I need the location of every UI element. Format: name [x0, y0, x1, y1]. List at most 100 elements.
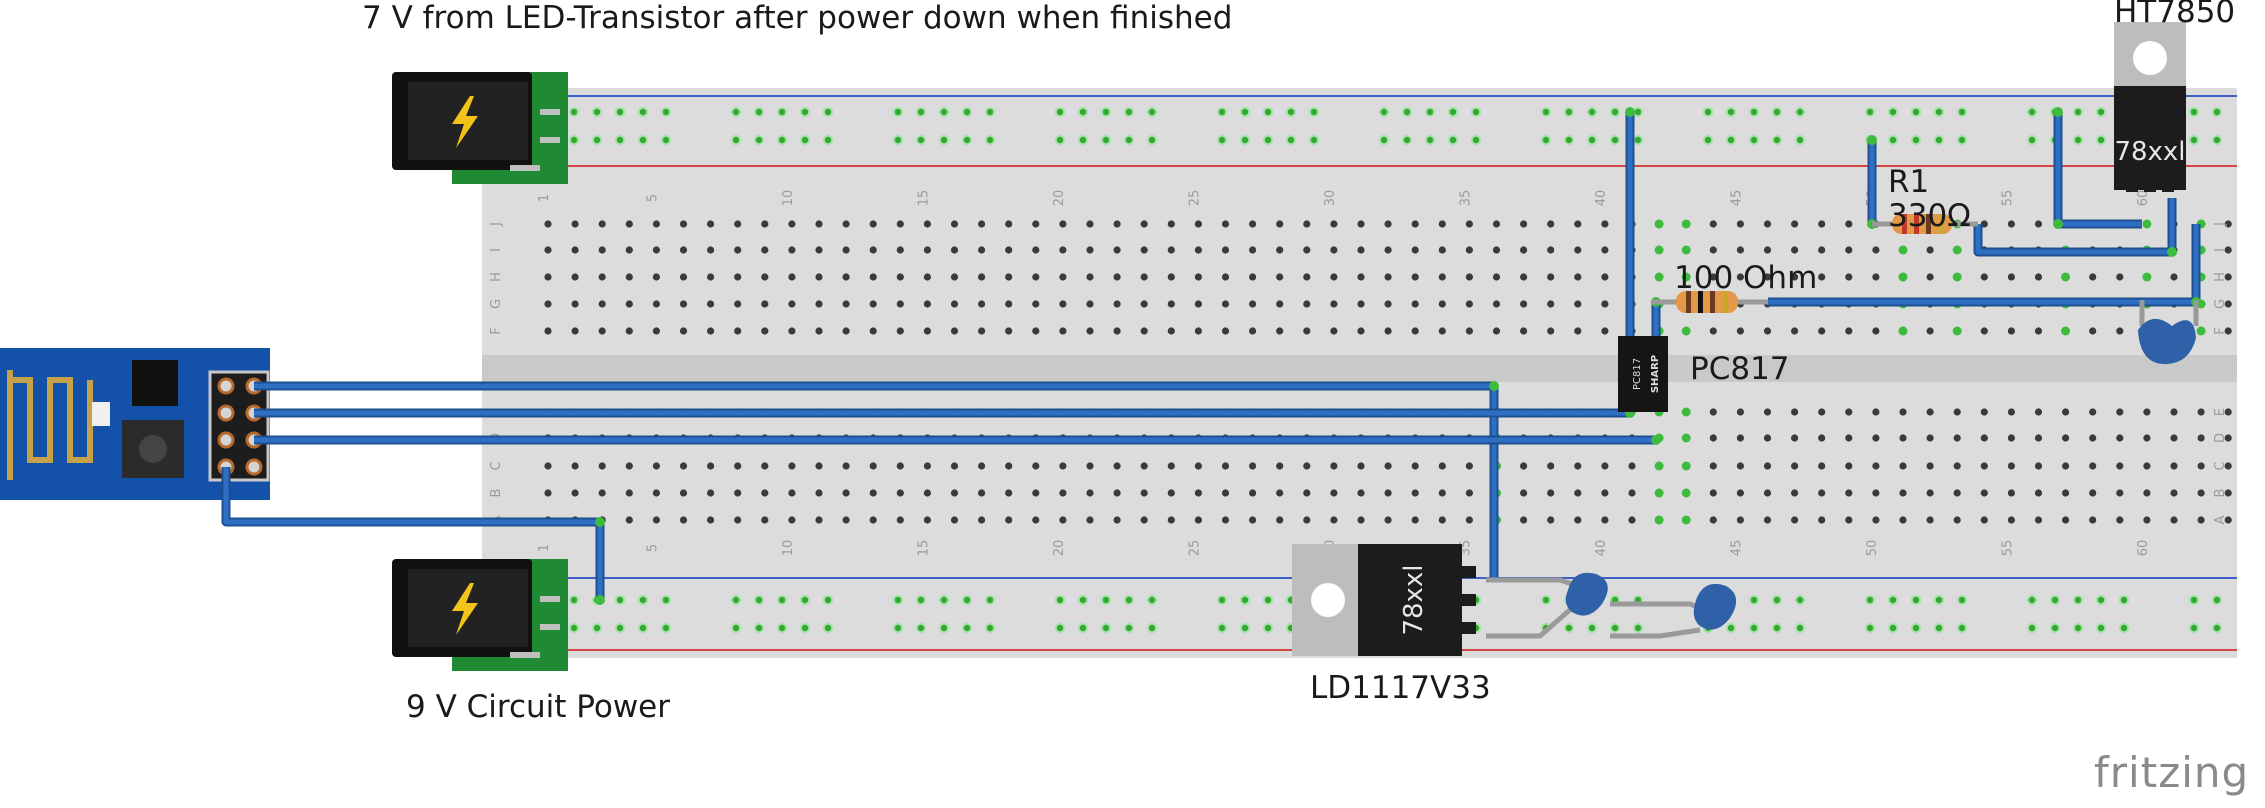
label-pc817: PC817: [1690, 351, 1790, 387]
rail-hole: [1100, 134, 1112, 146]
wire-endpoint: [595, 595, 605, 605]
hole: [1926, 273, 1934, 281]
rail-hole: [1794, 134, 1806, 146]
hole: [1818, 516, 1826, 524]
hole: [1681, 433, 1691, 443]
hole: [1276, 489, 1284, 497]
rail-hole: [1933, 106, 1945, 118]
hole: [896, 327, 904, 335]
label-r2-value: 100 Ohm: [1674, 260, 1817, 296]
rail-hole: [2211, 594, 2223, 606]
hole: [1221, 273, 1230, 281]
hole: [2061, 326, 2071, 336]
column-number: 1: [537, 194, 552, 202]
hole: [1547, 516, 1555, 524]
hole: [923, 246, 932, 254]
rail-hole: [1378, 106, 1390, 118]
hole: [788, 273, 796, 281]
rail-hole: [1748, 622, 1760, 634]
rail-hole: [2049, 594, 2061, 606]
rail-hole: [1123, 622, 1135, 634]
hole: [2224, 300, 2232, 308]
hole: [1574, 246, 1582, 254]
hole: [842, 246, 850, 254]
hole: [1601, 462, 1609, 470]
hole: [1763, 220, 1772, 228]
reg-bottom-marking: 78xxl: [1399, 564, 1429, 635]
hole: [1574, 327, 1582, 335]
rail-hole: [1887, 134, 1899, 146]
wire-endpoint: [2167, 247, 2177, 257]
rail-hole: [1910, 106, 1922, 118]
hole: [1411, 462, 1419, 470]
hole: [1681, 219, 1691, 229]
rail-hole: [1285, 134, 1297, 146]
rail-hole: [799, 106, 811, 118]
hole: [815, 516, 823, 524]
rail-hole: [1563, 106, 1575, 118]
rail-hole: [1956, 622, 1968, 634]
hole: [1654, 515, 1664, 525]
hole: [1872, 516, 1880, 524]
rail-hole: [1146, 106, 1158, 118]
esp-pin: [245, 458, 263, 476]
hole: [2170, 462, 2178, 470]
hole: [950, 516, 959, 524]
hole: [1898, 272, 1908, 282]
wire-endpoint: [1489, 381, 1499, 391]
hole: [2007, 408, 2015, 416]
column-number: 40: [1594, 540, 1609, 557]
hole: [1736, 273, 1744, 281]
hole: [1221, 462, 1230, 470]
hole: [1005, 300, 1013, 308]
hole: [1303, 300, 1311, 308]
hole: [1574, 220, 1582, 228]
hole: [1140, 273, 1148, 281]
hole: [869, 273, 877, 281]
rail-hole: [1077, 106, 1089, 118]
hole: [1221, 489, 1230, 497]
hole: [1520, 327, 1528, 335]
hole: [842, 462, 850, 470]
hole: [1438, 273, 1446, 281]
rail-hole: [1956, 106, 1968, 118]
hole: [1276, 327, 1284, 335]
rail-hole: [1054, 134, 1066, 146]
hole: [1952, 245, 1962, 255]
column-number: 5: [645, 544, 660, 552]
hole: [1167, 220, 1175, 228]
esp-pin: [217, 404, 235, 422]
hole: [1194, 327, 1202, 335]
rail-hole: [822, 594, 834, 606]
hole: [1140, 516, 1148, 524]
hole: [842, 220, 850, 228]
rail-hole: [2072, 134, 2084, 146]
hole: [1411, 246, 1419, 254]
hole: [1520, 462, 1528, 470]
hole: [1059, 327, 1067, 335]
rail-hole: [660, 106, 672, 118]
rail-hole: [2026, 622, 2038, 634]
rail-hole: [799, 594, 811, 606]
hole: [1845, 273, 1853, 281]
rail-hole: [2095, 622, 2107, 634]
hole: [1276, 300, 1284, 308]
hole: [1845, 434, 1853, 442]
hole: [1709, 434, 1717, 442]
rail-hole: [1771, 594, 1783, 606]
hole: [2034, 434, 2043, 442]
hole: [1005, 273, 1013, 281]
row-letter: H: [2213, 272, 2228, 282]
hole: [1438, 246, 1446, 254]
hole: [1221, 516, 1230, 524]
hole: [1681, 272, 1691, 282]
rail-hole: [1609, 134, 1621, 146]
hole: [1113, 220, 1121, 228]
hole: [2007, 516, 2015, 524]
rail-hole: [2188, 134, 2200, 146]
hole: [1059, 462, 1067, 470]
rail-hole: [892, 106, 904, 118]
hole: [1249, 220, 1257, 228]
rail-hole: [753, 594, 765, 606]
